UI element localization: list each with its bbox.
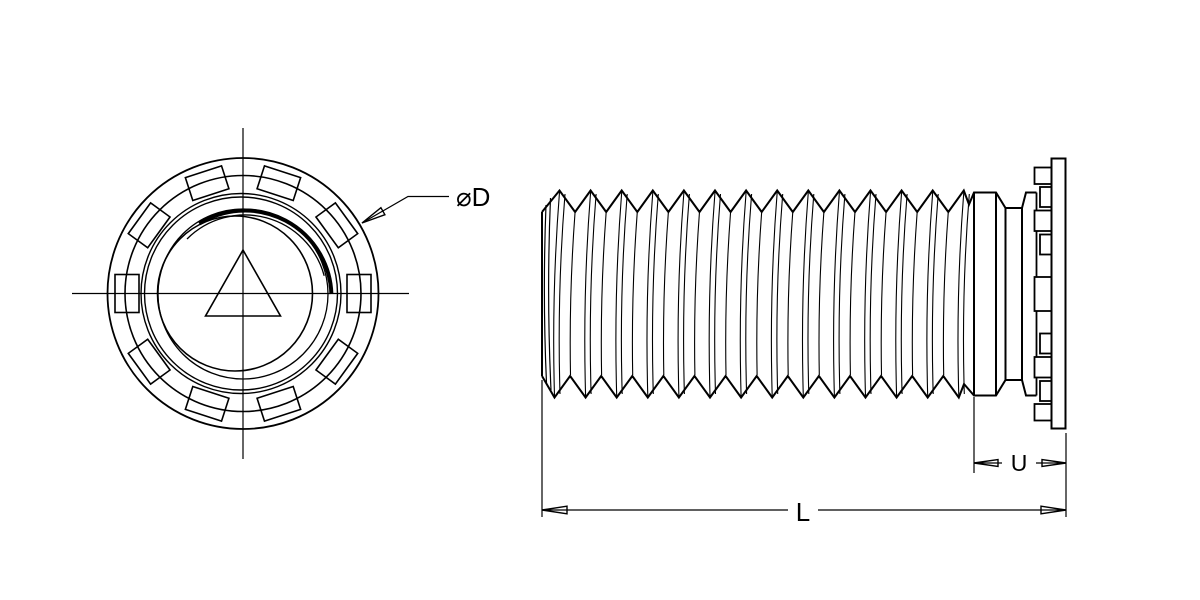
knurl-tab — [114, 273, 140, 314]
knurl-tab — [184, 385, 230, 423]
thread-bottom-profile — [541, 374, 1037, 400]
side-view — [541, 157, 1067, 430]
unthreaded-label: U — [1011, 450, 1028, 476]
countersink-outer-circle — [140, 192, 342, 395]
l-arrowhead-right-icon — [1040, 505, 1067, 515]
thread-crest-line — [589, 193, 597, 395]
diameter-callout: ⌀D — [361, 182, 490, 224]
entry-chamfer-line-2 — [548, 197, 552, 391]
thread-crest-line — [900, 193, 908, 395]
thread-root-line — [631, 212, 638, 376]
knurl-tooth — [1039, 380, 1053, 402]
thread-crest-line — [651, 193, 659, 395]
thread-crest-line — [620, 193, 628, 395]
thread-root-line — [818, 212, 825, 376]
thread-crest-line — [801, 191, 809, 397]
thread-root-line — [662, 212, 669, 376]
thread-root-line — [725, 212, 732, 376]
u-arrowhead-left-icon — [973, 458, 999, 468]
leader-arrowhead-icon — [361, 206, 386, 224]
thread-crest-line — [864, 191, 872, 397]
thread-root-line — [849, 212, 856, 376]
thread-crest-line — [677, 191, 685, 397]
flush-head-face — [1050, 157, 1067, 430]
u-arrowhead-right-icon — [1041, 458, 1067, 468]
knurl-tooth — [1039, 332, 1053, 355]
thread-top-profile — [541, 188, 1037, 214]
knurl-tab — [127, 338, 172, 386]
thread-crest-line — [957, 191, 965, 397]
thread-crest-line — [646, 191, 654, 397]
countersink-inner-circle — [143, 196, 339, 391]
thread-crest-line — [807, 193, 815, 395]
knurl-tab — [346, 273, 372, 314]
thread-crest-thick-arc — [198, 208, 334, 295]
thread-crest-line — [962, 193, 970, 395]
thread-crest-line — [776, 193, 784, 395]
knurl-tab — [256, 385, 302, 423]
entry-chamfer-line — [543, 204, 548, 384]
thread-flank-lines — [553, 191, 970, 397]
knurl-tab — [127, 201, 172, 249]
knurl-tooth — [1039, 186, 1053, 208]
knurl-tooth — [1033, 356, 1053, 379]
knurl-tooth — [1033, 209, 1053, 232]
knurl-tab — [184, 164, 230, 202]
thread-crest-line — [833, 191, 840, 397]
thread-crest-line — [708, 191, 716, 397]
thread-crest-line — [683, 193, 690, 395]
thread-crest-line — [615, 191, 623, 397]
thread-root-line — [880, 212, 887, 376]
thread-crest-line — [553, 191, 561, 397]
knurl-tab — [256, 164, 302, 202]
knurl-tooth — [1039, 233, 1053, 256]
thread-root-line — [942, 212, 949, 376]
diameter-leader-line — [361, 195, 449, 224]
thread-crest-line — [714, 193, 722, 395]
thread-root-line — [911, 212, 918, 376]
thread-root-line — [787, 212, 794, 376]
dimensions: U L — [541, 380, 1067, 527]
thread-crest-line — [745, 193, 753, 395]
thread-root-line — [569, 212, 576, 376]
thread-crest-line — [739, 191, 747, 397]
thread-crest-line — [558, 193, 566, 395]
knurl-tab — [314, 201, 359, 249]
front-view — [72, 128, 409, 459]
length-label: L — [796, 497, 810, 527]
thread-crest-line — [926, 191, 934, 397]
knurl-tab — [314, 338, 359, 386]
thread-root-line — [694, 212, 700, 376]
thread-crest-line — [869, 193, 877, 395]
l-arrowhead-left-icon — [541, 505, 568, 515]
triangle-mark — [204, 248, 282, 317]
knurl-tabs-ring — [114, 164, 372, 423]
thread-crest-line — [584, 191, 592, 397]
thread-crest-line — [838, 193, 846, 395]
knurl-tooth — [1033, 276, 1053, 312]
head-outer-circle — [106, 157, 380, 430]
knurl-tooth — [1033, 166, 1053, 185]
thread-crest-line — [931, 193, 939, 395]
knurl-pitch-circle — [124, 174, 362, 413]
thread-crest-line — [895, 191, 903, 397]
diameter-label: ⌀D — [456, 182, 490, 212]
knurl-tooth — [1033, 403, 1053, 422]
thread-crest-line — [770, 191, 778, 397]
thread-root-line — [600, 212, 607, 376]
thread-root-line — [756, 212, 763, 376]
thread-crest-thin-arc — [186, 214, 325, 276]
